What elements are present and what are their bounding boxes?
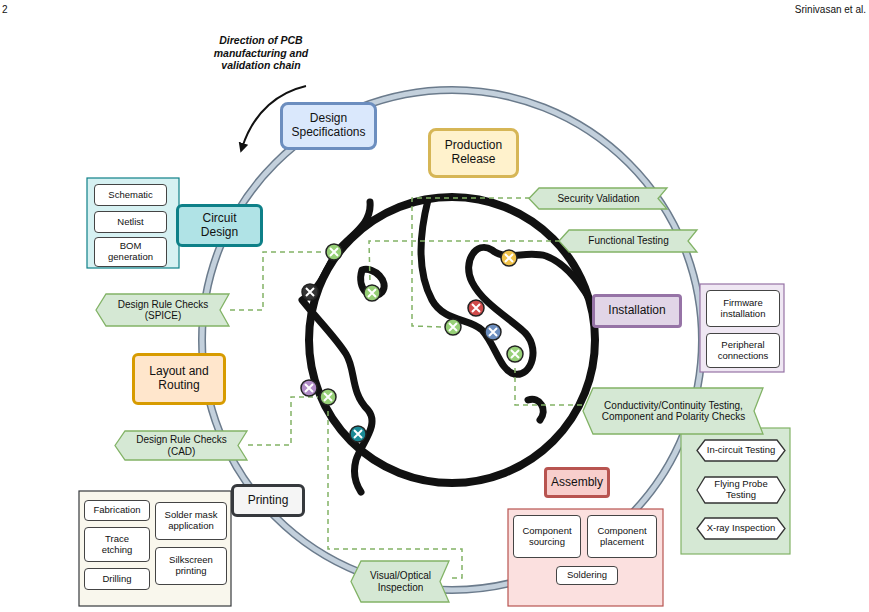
node-text: Fabrication xyxy=(94,505,141,516)
node-text: Layout and Routing xyxy=(139,365,219,393)
globe xyxy=(302,197,595,492)
node-text: Conductivity/Continuity Testing, Compone… xyxy=(596,400,751,423)
node-text: Printing xyxy=(248,494,289,508)
node-text: Visual/Optical Inspection xyxy=(364,570,437,593)
page-number: 2 xyxy=(2,4,42,16)
node-text: Trace etching xyxy=(89,534,145,556)
node-text: Silkscreen printing xyxy=(160,555,222,577)
node-text: Functional Testing xyxy=(588,235,668,247)
node-text: Component sourcing xyxy=(518,526,576,548)
task-box: Firmware installation xyxy=(706,290,780,327)
task-box: Silkscreen printing xyxy=(155,547,227,585)
task-box: Soldering xyxy=(556,566,618,585)
node-text: Peripheral connections xyxy=(711,340,775,362)
node-text: Flying Probe Testing xyxy=(706,479,776,501)
group-box xyxy=(508,509,663,606)
leader-line xyxy=(230,198,582,578)
group-box xyxy=(79,491,231,606)
stage-box: Layout and Routing xyxy=(132,353,226,405)
node-text: Design Rule Checks (SPICE) xyxy=(109,299,217,322)
process-ring xyxy=(202,90,702,590)
task-box: Trace etching xyxy=(84,527,150,562)
group-box xyxy=(700,284,784,372)
node-text: Schematic xyxy=(108,190,152,201)
node-text: Netlist xyxy=(117,217,143,228)
node-text: Soldering xyxy=(567,570,607,581)
task-box: BOM generation xyxy=(94,237,167,267)
validation-flag: Functional Testing xyxy=(558,229,698,253)
node-text: Security Validation xyxy=(557,193,639,205)
test-method: Flying Probe Testing xyxy=(696,476,786,504)
group-box xyxy=(681,428,790,554)
validation-flag: Conductivity/Continuity Testing, Compone… xyxy=(582,387,764,435)
node-text: Production Release xyxy=(435,139,512,167)
task-box: Component sourcing xyxy=(513,515,581,558)
task-box: Solder mask application xyxy=(155,502,227,540)
validation-flag: Design Rule Checks (CAD) xyxy=(114,430,248,461)
node-text: Solder mask application xyxy=(160,510,222,532)
task-box: Fabrication xyxy=(84,500,150,521)
node-text: Installation xyxy=(608,304,665,318)
stage-box: Printing xyxy=(231,484,305,517)
task-box: Peripheral connections xyxy=(706,333,780,368)
validation-flag: Security Validation xyxy=(528,187,668,210)
node-text: Design Rule Checks (CAD) xyxy=(128,434,235,457)
process-ring-fill xyxy=(202,90,702,590)
node-text: Design Specifications xyxy=(287,112,370,140)
node-text: X-ray Inspection xyxy=(707,523,776,534)
stage-box: Production Release xyxy=(428,128,519,178)
location-marker xyxy=(301,244,523,442)
node-text: Component placement xyxy=(592,526,652,548)
test-method: X-ray Inspection xyxy=(696,517,786,540)
direction-note: Direction of PCB manufacturing and valid… xyxy=(196,34,326,72)
stage-box: Circuit Design xyxy=(176,204,263,247)
task-box: Component placement xyxy=(587,515,657,558)
node-text: BOM generation xyxy=(99,241,162,263)
stage-box: Installation xyxy=(592,294,682,328)
marker-cross xyxy=(305,248,519,438)
node-text: Assembly xyxy=(551,476,603,490)
validation-flag: Visual/Optical Inspection xyxy=(350,560,450,603)
task-box: Drilling xyxy=(84,568,150,590)
test-method: In-circuit Testing xyxy=(696,439,786,462)
group-box xyxy=(87,178,179,268)
node-text: In-circuit Testing xyxy=(707,445,775,456)
node-text: Circuit Design xyxy=(183,212,256,240)
running-head: Srinivasan et al. xyxy=(700,4,866,16)
stage-box: Assembly xyxy=(544,467,610,498)
node-text: Drilling xyxy=(102,574,131,585)
task-box: Schematic xyxy=(94,184,167,206)
validation-flag: Design Rule Checks (SPICE) xyxy=(95,293,230,327)
task-box: Netlist xyxy=(94,211,167,233)
node-text: Firmware installation xyxy=(711,298,775,320)
stage-box: Design Specifications xyxy=(280,102,377,150)
